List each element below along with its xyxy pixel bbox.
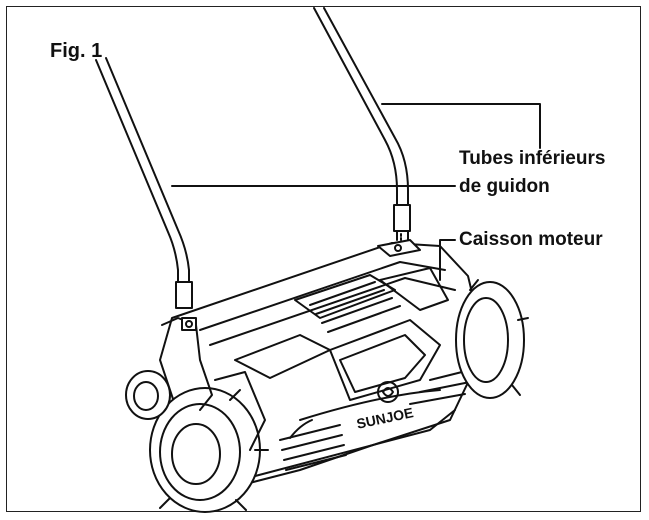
left-rear-wheel [125,370,171,420]
left-side-frame [161,317,266,451]
motor-housing-leader [439,239,456,281]
right-handle-tube [313,7,411,247]
callout-handle-tubes-line2: de guidon [459,176,550,197]
handle-tubes-leader-upper [381,103,541,149]
top-bracket [377,239,421,257]
figure-label: Fig. 1 [50,40,103,62]
callout-handle-tubes-line1: Tubes inférieurs [459,148,606,169]
right-wheel [455,279,529,399]
left-handle-tube [95,57,193,309]
callout-motor-housing: Caisson moteur [459,229,603,250]
